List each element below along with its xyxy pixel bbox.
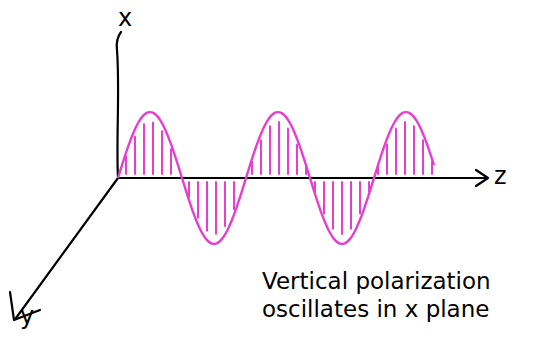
field-hatch bbox=[215, 182, 217, 234]
axis-label: x bbox=[118, 4, 132, 33]
field-hatch bbox=[161, 131, 163, 174]
field-hatch bbox=[134, 136, 136, 174]
sine-curve bbox=[118, 112, 434, 244]
field-hatch bbox=[170, 149, 172, 174]
field-hatch bbox=[350, 182, 352, 229]
field-hatch bbox=[287, 129, 289, 174]
axis-label: y bbox=[20, 302, 34, 331]
note-text: Vertical polarization oscillates in x pl… bbox=[262, 268, 512, 323]
y-axis bbox=[16, 178, 118, 318]
field-hatch bbox=[422, 140, 424, 174]
field-hatch bbox=[197, 182, 199, 218]
axis-label: z bbox=[494, 162, 507, 191]
field-hatch bbox=[278, 122, 280, 174]
field-hatch bbox=[323, 182, 325, 214]
sine-wave bbox=[118, 112, 434, 244]
x-axis bbox=[117, 32, 121, 178]
field-hatch bbox=[152, 123, 154, 174]
field-hatch bbox=[233, 182, 235, 209]
field-hatch bbox=[413, 126, 415, 174]
field-hatch bbox=[341, 182, 343, 234]
field-hatch bbox=[143, 124, 145, 174]
z-axis bbox=[118, 177, 486, 179]
field-hatch bbox=[332, 182, 334, 229]
field-hatch bbox=[404, 122, 406, 174]
field-hatch bbox=[296, 145, 298, 174]
field-hatch bbox=[269, 126, 271, 174]
z-arrowhead bbox=[476, 170, 488, 186]
field-hatch bbox=[260, 140, 262, 174]
field-hatch bbox=[224, 182, 226, 226]
field-hatch bbox=[125, 157, 127, 174]
field-hatch bbox=[359, 182, 361, 214]
field-hatch bbox=[206, 182, 208, 231]
field-hatch bbox=[386, 145, 388, 174]
field-hatch bbox=[395, 129, 397, 174]
